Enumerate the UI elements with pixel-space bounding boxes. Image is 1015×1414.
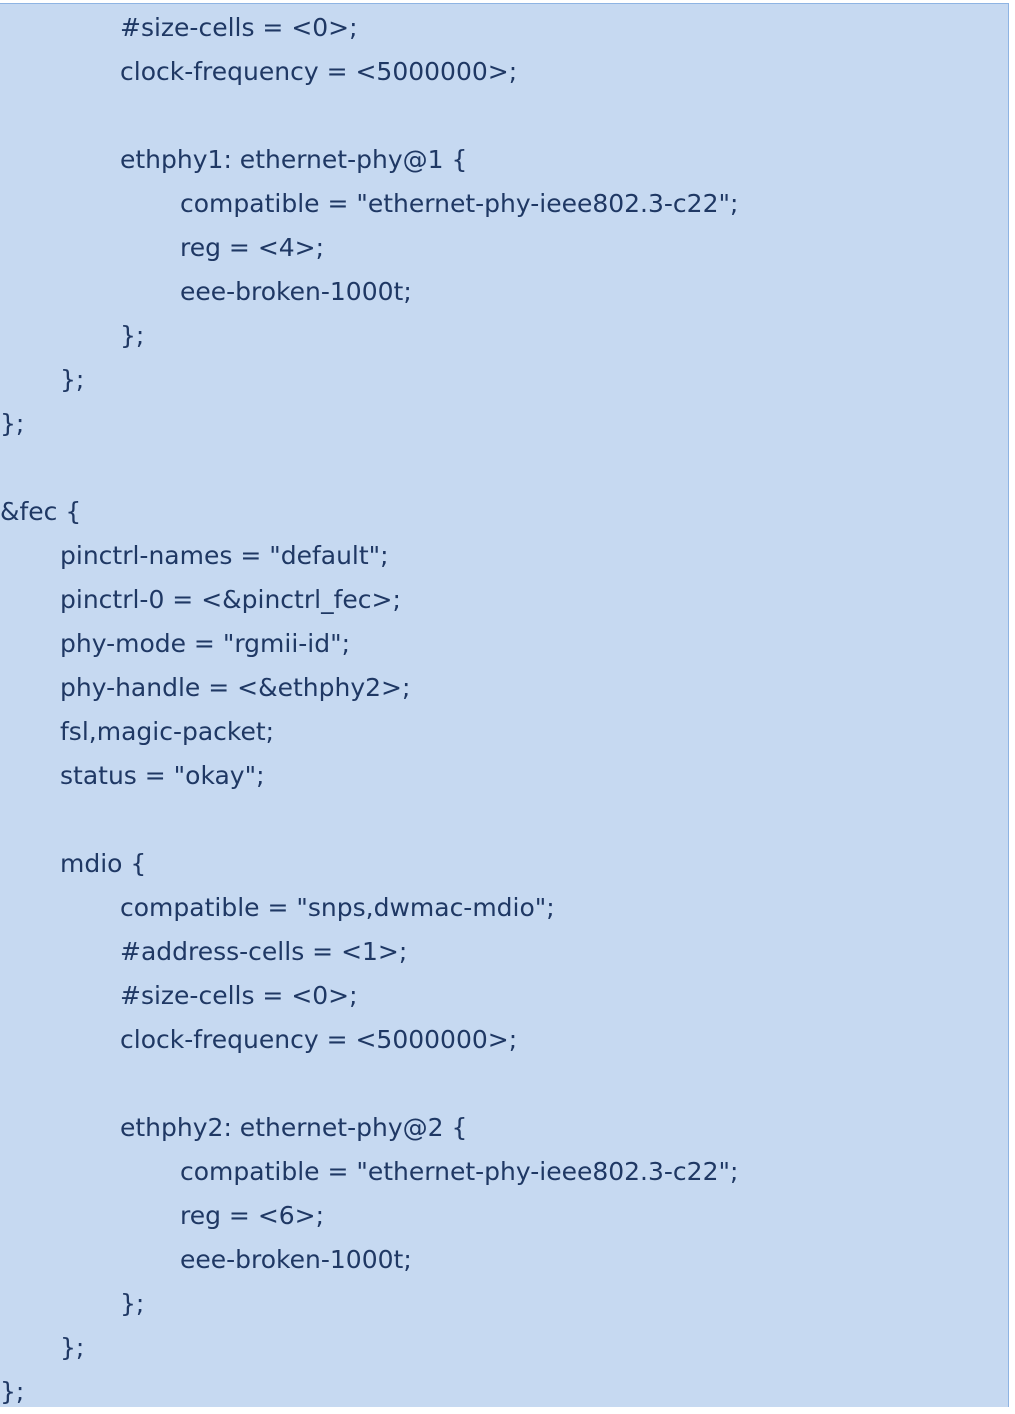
- code-line: compatible = "ethernet-phy-ieee802.3-c22…: [180, 189, 739, 218]
- code-line: pinctrl-0 = <&pinctrl_fec>;: [60, 585, 401, 614]
- code-line: pinctrl-names = "default";: [60, 541, 389, 570]
- code-line: };: [60, 365, 85, 394]
- code-line: mdio {: [60, 849, 147, 878]
- code-line: ethphy1: ethernet-phy@1 {: [120, 145, 468, 174]
- code-line: #size-cells = <0>;: [120, 981, 358, 1010]
- code-line: };: [120, 1289, 145, 1318]
- code-line: };: [60, 1333, 85, 1362]
- code-line: #address-cells = <1>;: [120, 937, 408, 966]
- code-line: };: [0, 409, 25, 438]
- code-block: #size-cells = <0>; clock-frequency = <50…: [0, 3, 1009, 1407]
- code-line: eee-broken-1000t;: [180, 1245, 412, 1274]
- code-line: compatible = "ethernet-phy-ieee802.3-c22…: [180, 1157, 739, 1186]
- code-line: status = "okay";: [60, 761, 265, 790]
- code-line: fsl,magic-packet;: [60, 717, 275, 746]
- code-line: };: [0, 1377, 25, 1406]
- code-line: compatible = "snps,dwmac-mdio";: [120, 893, 555, 922]
- code-line: clock-frequency = <5000000>;: [120, 1025, 518, 1054]
- code-line: phy-mode = "rgmii-id";: [60, 629, 351, 658]
- code-line: reg = <4>;: [180, 233, 325, 262]
- code-line: phy-handle = <&ethphy2>;: [60, 673, 411, 702]
- code-line: };: [120, 321, 145, 350]
- code-line: ethphy2: ethernet-phy@2 {: [120, 1113, 468, 1142]
- code-line: &fec {: [0, 497, 82, 526]
- code-line: eee-broken-1000t;: [180, 277, 412, 306]
- code-line: clock-frequency = <5000000>;: [120, 57, 518, 86]
- code-line: reg = <6>;: [180, 1201, 325, 1230]
- code-line: #size-cells = <0>;: [120, 13, 358, 42]
